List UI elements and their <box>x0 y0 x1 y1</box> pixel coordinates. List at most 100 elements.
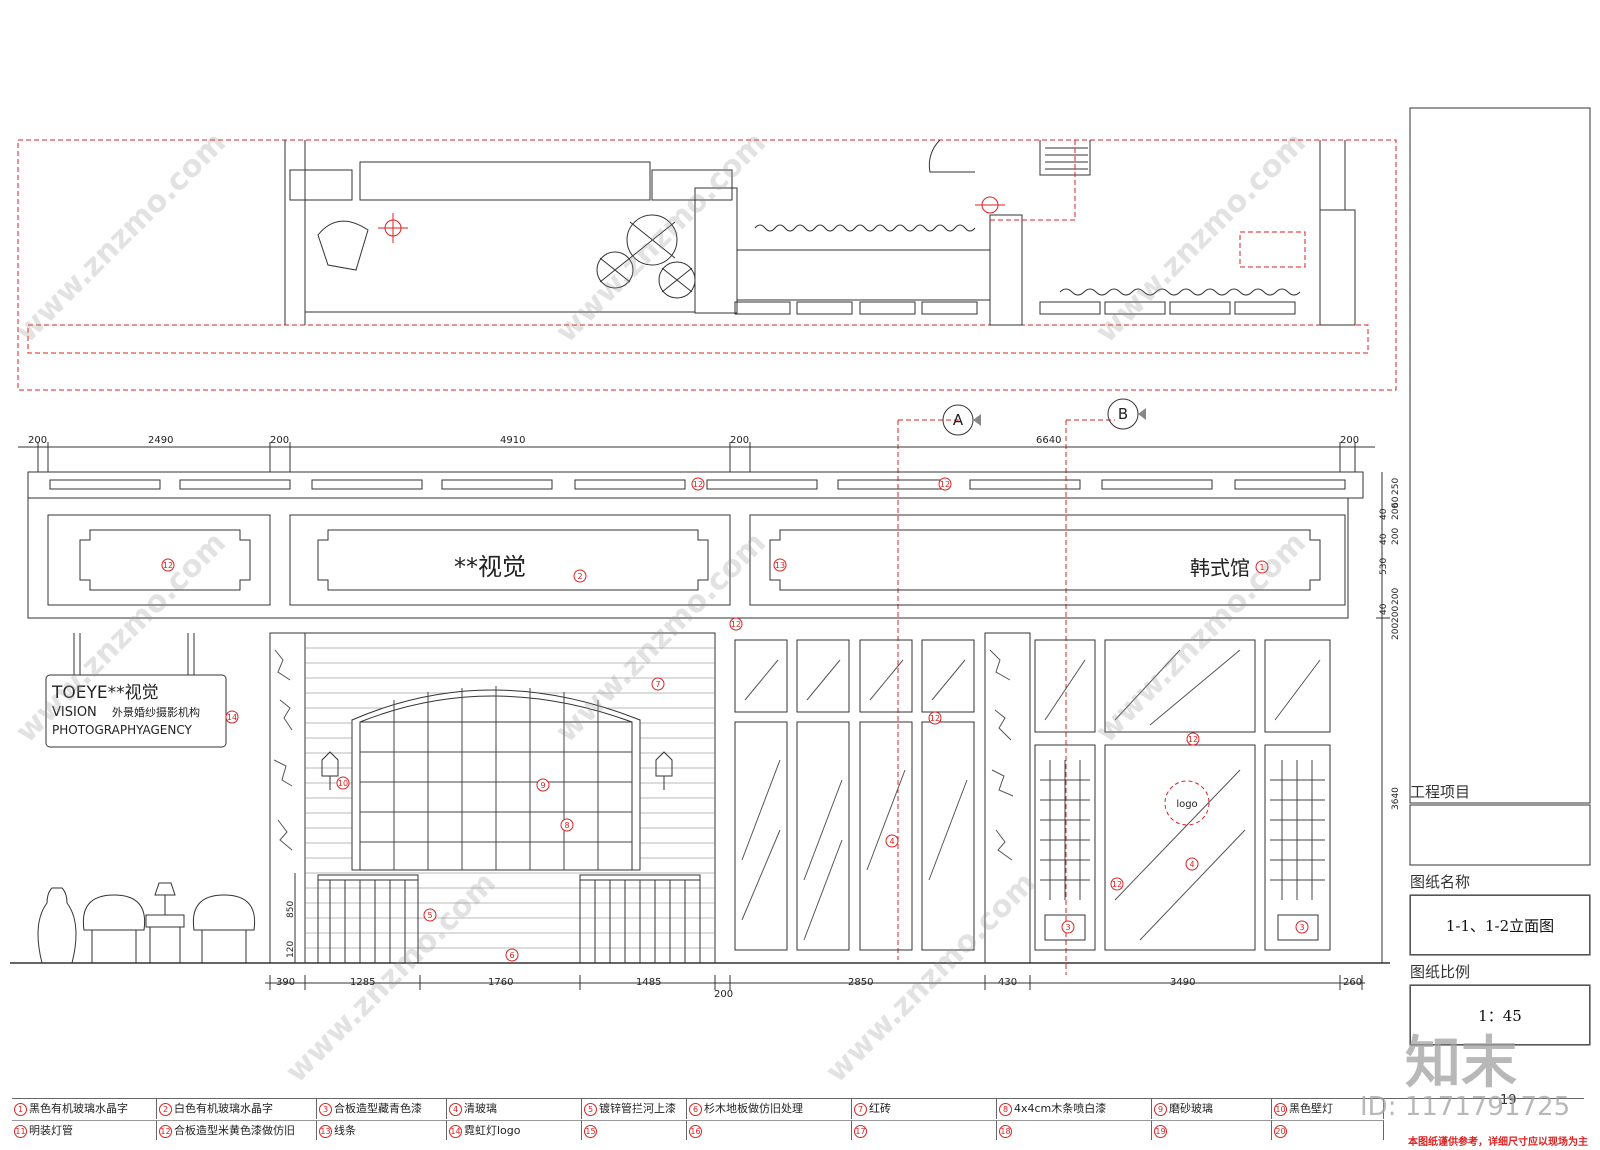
callout: 12 <box>729 617 743 631</box>
svg-text:12: 12 <box>940 480 950 489</box>
callout: 9 <box>536 778 550 792</box>
callout: 13 <box>773 558 787 572</box>
svg-text:12: 12 <box>1188 735 1198 744</box>
dim-top-4: 4910 <box>500 435 525 446</box>
callout: 7 <box>651 677 665 691</box>
logo-label: logo <box>1176 799 1197 810</box>
section-mark-b-label: B <box>1118 405 1128 423</box>
dim-top-1: 200 <box>28 435 47 446</box>
reference-note: 本图纸谨供参考，详细尺寸应以现场为主 <box>1408 1137 1588 1148</box>
callout: 12 <box>691 477 705 491</box>
right-dimension-labels: 250 60 40 200 40 200 530 200 40 200 200 … <box>1379 478 1401 810</box>
dim-right-1: 250 <box>1391 478 1401 495</box>
dim-bottom-1: 390 <box>276 977 295 988</box>
watermark-id: ID: 1171791725 <box>1360 1092 1571 1122</box>
svg-text:12: 12 <box>693 480 703 489</box>
svg-text:13: 13 <box>775 561 785 570</box>
hanging-sign-line2-en: VISION <box>52 705 97 720</box>
hanging-sign-line1: TOEYE**视觉 <box>51 683 159 703</box>
svg-text:9: 9 <box>540 781 545 790</box>
svg-text:5: 5 <box>427 911 432 920</box>
svg-text:3: 3 <box>1065 923 1070 932</box>
hanging-sign-line3: PHOTOGRAPHYAGENCY <box>52 723 193 737</box>
callout: 1 <box>1255 560 1269 574</box>
watermark-brand: 知末 <box>1405 1031 1517 1096</box>
scale-value: 1：45 <box>1410 985 1590 1045</box>
sheet-number: 19 <box>1500 1093 1517 1108</box>
dim-top-5: 200 <box>730 435 749 446</box>
legend-item: 18 <box>997 1120 1152 1140</box>
callout: 8 <box>560 818 574 832</box>
dim-right-7: 530 <box>1379 558 1389 575</box>
callout: 3 <box>1061 920 1075 934</box>
callout: 12 <box>161 558 175 572</box>
dim-right-8: 200 <box>1391 588 1401 605</box>
callout: 2 <box>573 569 587 583</box>
svg-text:14: 14 <box>227 713 237 722</box>
svg-text:6: 6 <box>509 951 514 960</box>
dim-bottom-2: 1285 <box>350 977 375 988</box>
dim-bottom-6: 2850 <box>848 977 873 988</box>
callout: 3 <box>1295 920 1309 934</box>
dim-bottom-3: 1760 <box>488 977 513 988</box>
section-mark-a: A <box>942 404 981 436</box>
drawing-name: 1-1、1-2立面图 <box>1410 895 1590 955</box>
dim-bottom-4: 1485 <box>636 977 661 988</box>
callout: 12 <box>928 711 942 725</box>
hanging-sign-line2-cn: 外景婚纱摄影机构 <box>112 705 200 719</box>
svg-text:10: 10 <box>338 779 348 788</box>
callout: 12 <box>1110 877 1124 891</box>
legend-item: 15 <box>582 1120 687 1140</box>
callout: 6 <box>505 948 519 962</box>
section-mark-b: B <box>1107 398 1146 430</box>
dim-right-9: 40 <box>1379 603 1389 615</box>
project-label: 工程项目 <box>1410 783 1471 801</box>
section-mark-a-label: A <box>953 411 964 429</box>
callout: 4 <box>1185 857 1199 871</box>
svg-text:12: 12 <box>731 620 741 629</box>
dim-right-11: 200 <box>1391 623 1401 640</box>
legend-item: 20 <box>1272 1120 1384 1140</box>
callout: 14 <box>225 710 239 724</box>
legend-item: 16 <box>687 1120 852 1140</box>
svg-text:1: 1 <box>1259 563 1264 572</box>
dim-right-5: 40 <box>1379 533 1389 545</box>
sign-title: **视觉 <box>454 553 526 581</box>
dim-top-2: 2490 <box>148 435 173 446</box>
dim-bottom-9: 260 <box>1343 977 1362 988</box>
dim-left-1: 850 <box>286 901 296 918</box>
dim-right-4: 200 <box>1391 503 1401 520</box>
svg-text:8: 8 <box>564 821 569 830</box>
svg-text:4: 4 <box>1189 860 1194 869</box>
svg-text:2: 2 <box>577 572 582 581</box>
scale-label: 图纸比例 <box>1410 963 1471 981</box>
legend-item: 17 <box>852 1120 997 1140</box>
dim-bottom-8: 3490 <box>1170 977 1195 988</box>
top-dimension-labels: 200 2490 200 4910 200 6640 200 <box>28 435 1359 446</box>
svg-text:12: 12 <box>163 561 173 570</box>
callout: 12 <box>938 477 952 491</box>
plan-boundary <box>17 139 1397 391</box>
callout: 5 <box>423 908 437 922</box>
drawing-name-label: 图纸名称 <box>1410 873 1471 891</box>
sign-right: 韩式馆 <box>1190 556 1250 580</box>
dim-right-3: 40 <box>1379 508 1389 520</box>
hanging-sign: TOEYE**视觉 VISION 外景婚纱摄影机构 PHOTOGRAPHYAGE… <box>51 683 200 737</box>
bottom-dimension-labels: 390 1285 1760 1485 200 2850 430 3490 260 <box>276 977 1362 1000</box>
callout: 4 <box>885 834 899 848</box>
callout: 10 <box>336 776 350 790</box>
dim-top-7: 200 <box>1340 435 1359 446</box>
dim-top-3: 200 <box>270 435 289 446</box>
svg-text:4: 4 <box>889 837 894 846</box>
